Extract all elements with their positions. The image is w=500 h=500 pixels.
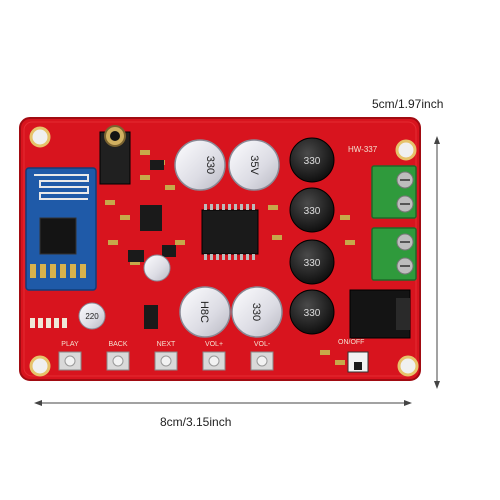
cap-text-2: 35V [248,155,260,175]
bluetooth-module [25,167,97,291]
button-vol: VOL- [250,341,274,371]
led-row [30,318,67,328]
inductor-label-2: 330 [304,206,321,217]
button-next: NEXT [154,341,178,371]
dip-jumper [144,305,158,329]
button-label: VOL- [254,341,271,348]
smd-chips [128,160,176,262]
capacitor-bottom-right: 330 [231,286,283,338]
small-capacitor-2: 220 [78,302,106,330]
power-switch-label: ON/OFF [338,339,364,346]
dc-power-jack [349,289,411,339]
button-label: BACK [108,341,127,348]
capacitor-bottom-left: H8C [179,286,231,338]
speaker-terminal-top [371,165,417,219]
button-play: PLAY [58,341,82,371]
audio-jack [99,125,131,185]
inductor-2: 330 [289,187,335,233]
button-label: PLAY [61,341,79,348]
cap-text-3: H8C [198,301,210,323]
button-back: BACK [106,341,130,371]
inductor-1: 330 [289,137,335,183]
inductor-label-3: 330 [304,258,321,269]
dimension-height-line [434,136,440,389]
width-dimension-label: 8cm/3.15inch [160,415,232,429]
small-cap-text: 220 [85,312,99,321]
height-dimension-label: 5cm/1.97inch [372,97,444,111]
cap-text-1: 330 [204,156,216,174]
capacitor-top-right: 35V [228,139,280,191]
tactile-buttons: PLAY BACK NEXT VOL+ VOL- [58,341,274,371]
capacitor-top-left: 330 [174,139,226,191]
button-label: NEXT [157,341,176,348]
mounting-holes [29,126,419,377]
dimension-width-line [34,400,412,406]
cap-text-4: 330 [250,303,262,321]
amplifier-chip [201,204,259,260]
inductor-label-1: 330 [304,156,321,167]
speaker-terminal-bottom [371,227,417,281]
inductor-label-4: 330 [304,308,321,319]
button-label: VOL+ [205,341,223,348]
board-model-label: HW-337 [348,145,378,154]
inductor-3: 330 [289,239,335,285]
inductor-4: 330 [289,289,335,335]
small-capacitor [143,254,171,282]
smd-components [105,150,355,365]
power-switch [347,351,369,373]
button-vol: VOL+ [202,341,226,371]
